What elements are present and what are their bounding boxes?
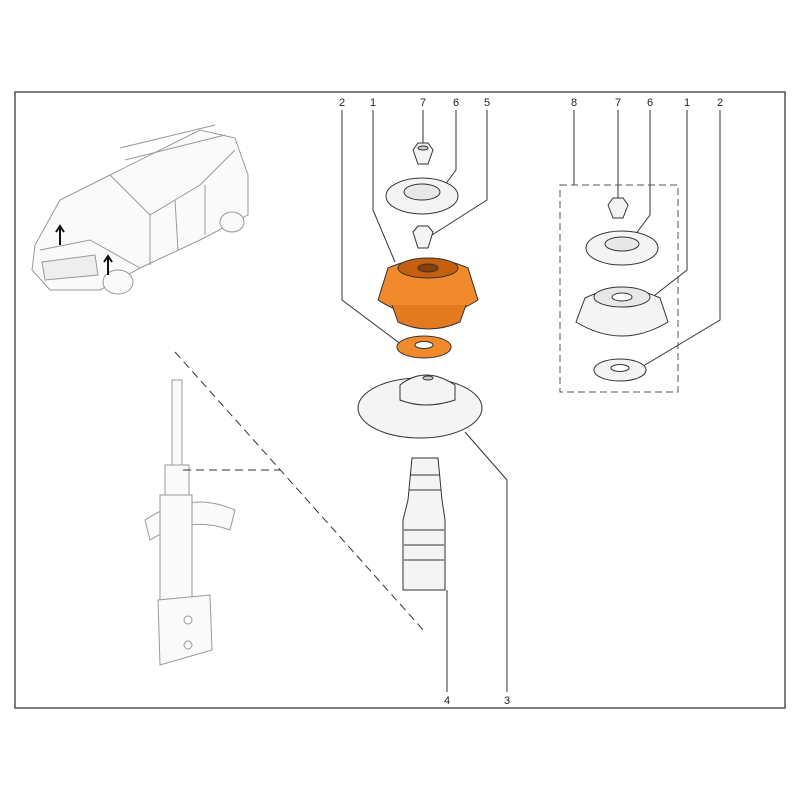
kit-part-1-strut-mount[interactable]	[575, 286, 669, 337]
callout-label: 1	[370, 97, 376, 109]
callout-label: 5	[484, 97, 490, 109]
callout-label: 7	[615, 97, 621, 109]
callout-label: 2	[339, 97, 345, 109]
vehicle-illustration	[31, 124, 249, 295]
kit-8-dashed-box	[559, 184, 679, 393]
leader-dashed-strut	[174, 351, 426, 633]
kit-part-7-nut[interactable]	[607, 197, 629, 219]
callout-label: 6	[453, 97, 459, 109]
callout-label: 2	[717, 97, 723, 109]
part-7-nut[interactable]	[412, 142, 434, 165]
part-2-bearing-ring-highlighted[interactable]	[396, 335, 452, 359]
part-1-strut-mount-highlighted[interactable]	[377, 257, 479, 330]
callout-label: 3	[504, 695, 510, 707]
strut-illustration	[144, 379, 236, 666]
leader-lines	[341, 110, 721, 692]
part-5-nut[interactable]	[412, 225, 434, 249]
location-arrows-icon	[55, 224, 113, 275]
callout-label: 6	[647, 97, 653, 109]
callout-label: 1	[684, 97, 690, 109]
callout-label: 8	[571, 97, 577, 109]
kit-part-2-bearing-ring[interactable]	[593, 358, 647, 382]
callout-label: 4	[444, 695, 450, 707]
part-4-bump-stop[interactable]	[402, 457, 446, 591]
kit-part-6-washer[interactable]	[585, 230, 659, 266]
part-3-spring-seat[interactable]	[357, 374, 483, 439]
part-6-washer[interactable]	[385, 177, 459, 215]
callout-label: 7	[420, 97, 426, 109]
